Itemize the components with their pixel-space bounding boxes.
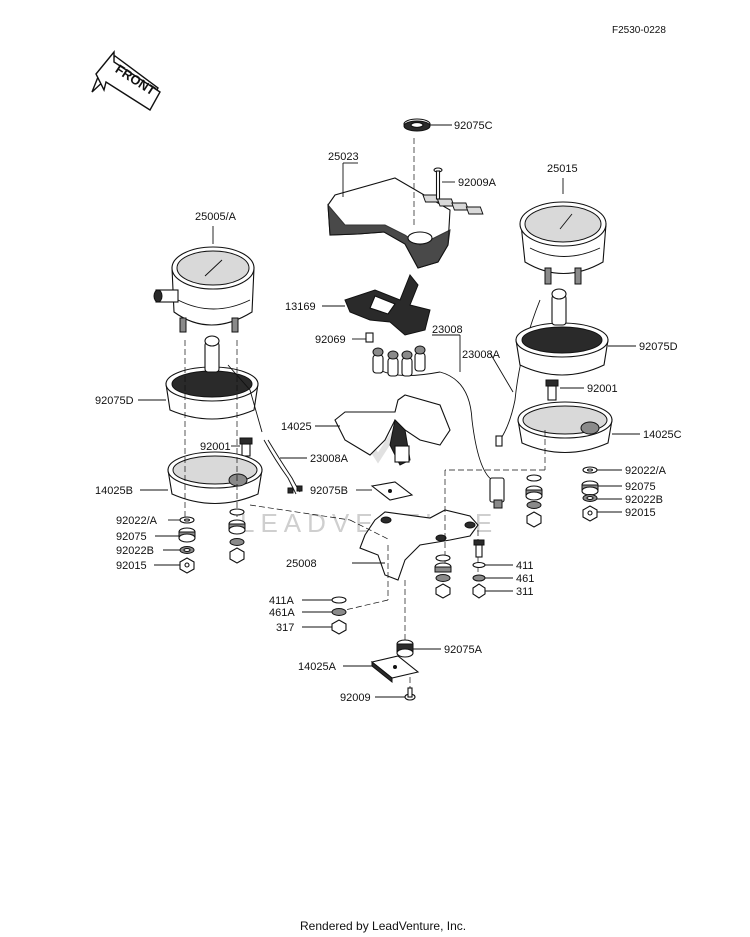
label-92075-right: 92075 (625, 481, 656, 493)
label-23008a-left: 23008A (310, 453, 349, 465)
nut-92015-left (179, 557, 195, 574)
cover-92075d-left (165, 335, 263, 433)
label-92075b: 92075B (310, 485, 348, 497)
plate-92075b (370, 481, 414, 501)
label-14025a: 14025A (298, 661, 337, 673)
diagram-code: F2530-0228 (612, 25, 666, 36)
bolt-411 (473, 539, 485, 558)
label-25015: 25015 (547, 163, 578, 175)
bolt-92001-left (239, 437, 253, 457)
meter-base-14025c (517, 401, 613, 454)
label-92001-right: 92001 (587, 383, 618, 395)
washer-92022b-right (582, 494, 598, 502)
label-25008: 25008 (286, 558, 317, 570)
indicator-harness-23008 (372, 345, 505, 509)
label-14025: 14025 (281, 421, 312, 433)
label-411: 411 (516, 560, 534, 572)
hardware-stack-center (434, 554, 452, 599)
washer-92022a-right (582, 466, 598, 474)
washer-92022b-left (179, 546, 195, 554)
label-92069: 92069 (315, 334, 346, 346)
meter-light-harness-23008a-right (495, 299, 541, 447)
washer-411 (472, 561, 486, 569)
meter-light-harness-23008a-left (263, 439, 303, 495)
label-92075c: 92075C (454, 120, 493, 132)
label-92001-left: 92001 (200, 441, 231, 453)
label-13169: 13169 (285, 301, 316, 313)
grommet-92075-left (178, 527, 196, 543)
grommet-92075-right (581, 480, 599, 496)
label-23008: 23008 (432, 324, 463, 336)
hardware-stack-left-inner (228, 508, 246, 564)
label-25023: 25023 (328, 151, 359, 163)
label-461: 461 (516, 573, 534, 585)
label-14025c: 14025C (643, 429, 682, 441)
nut-92015-right (582, 505, 598, 522)
label-92022b-left: 92022B (116, 545, 154, 557)
label-92009a: 92009A (458, 177, 497, 189)
screw-92009 (404, 687, 416, 701)
nut-311 (472, 583, 486, 599)
bracket-13169 (344, 274, 431, 336)
label-92075d-right: 92075D (639, 341, 678, 353)
label-92022a-right: 92022/A (625, 465, 667, 477)
lock-washer-461a (331, 608, 347, 616)
label-92022a-left: 92022/A (116, 515, 158, 527)
front-arrow-icon: FRONT (91, 50, 161, 111)
bracket-14025 (334, 394, 451, 466)
hardware-stack-center-right (525, 474, 543, 528)
grommet-92075a (396, 639, 414, 658)
label-92022b-right: 92022B (625, 494, 663, 506)
label-92075d-left: 92075D (95, 395, 134, 407)
bracket-25008 (359, 509, 479, 581)
washer-411a (331, 596, 347, 604)
plate-14025a (370, 655, 420, 684)
label-411a: 411A (269, 595, 295, 607)
label-92075-left: 92075 (116, 531, 147, 543)
label-23008a-right: 23008A (462, 349, 501, 361)
nut-317 (331, 619, 347, 635)
label-92009: 92009 (340, 692, 371, 704)
footer-credit: Rendered by LeadVenture, Inc. (300, 919, 466, 933)
label-92075a: 92075A (444, 644, 483, 656)
label-317: 317 (276, 622, 294, 634)
meter-base-14025b (167, 451, 263, 505)
cover-92075d-right (515, 288, 609, 376)
indicator-housing-25023 (327, 177, 484, 269)
bolt-92001-right (545, 379, 559, 401)
tachometer-25015 (519, 201, 607, 285)
screw-92009a (433, 167, 443, 200)
label-92015-right: 92015 (625, 507, 656, 519)
label-14025b: 14025B (95, 485, 133, 497)
lock-washer-461 (472, 574, 486, 582)
grommet-92075c (403, 118, 431, 132)
label-92015-left: 92015 (116, 560, 147, 572)
washer-92022a-left (179, 516, 195, 524)
bulb-socket-92069 (365, 332, 374, 343)
label-461a: 461A (269, 607, 295, 619)
label-25005a: 25005/A (195, 211, 237, 223)
label-311: 311 (516, 586, 534, 598)
speedometer-25005a (153, 246, 255, 333)
